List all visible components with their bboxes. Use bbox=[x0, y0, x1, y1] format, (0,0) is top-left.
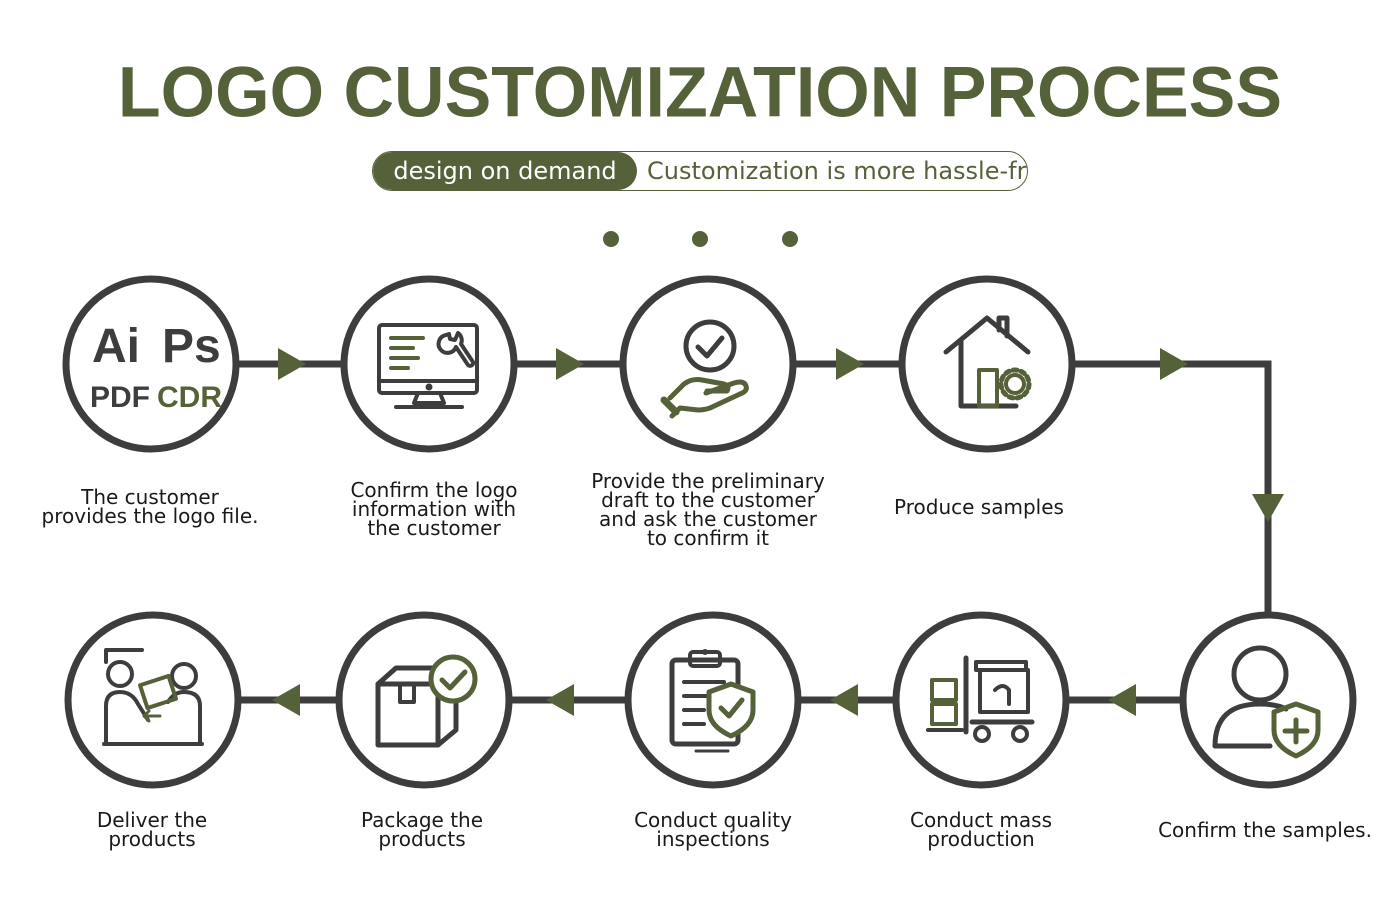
box-checkmark-icon bbox=[375, 654, 478, 748]
arrow-right-icon bbox=[556, 348, 584, 380]
step-circle bbox=[619, 275, 797, 453]
step-circle bbox=[335, 611, 513, 789]
step-circle bbox=[62, 275, 240, 453]
arrow-down-icon bbox=[1252, 494, 1284, 522]
step-label-1: The customer provides the logo file. bbox=[41, 485, 259, 528]
arrowheads bbox=[272, 348, 1284, 716]
step-label-3: Provide the preliminary draft to the cus… bbox=[591, 469, 825, 550]
clipboard-shield-icon bbox=[669, 649, 756, 753]
handover-icon bbox=[102, 648, 204, 746]
step-circle bbox=[64, 611, 242, 789]
arrow-left-icon bbox=[1108, 684, 1136, 716]
step-label-7: Conduct quality inspections bbox=[634, 808, 792, 851]
step-circle bbox=[340, 275, 518, 453]
arrow-left-icon bbox=[830, 684, 858, 716]
format-ai-label: Ai bbox=[92, 320, 140, 373]
decorative-dots bbox=[603, 231, 798, 247]
arrow-left-icon bbox=[546, 684, 574, 716]
step-label-5: Confirm the samples. bbox=[1158, 818, 1372, 842]
step-label-8: Package the products bbox=[360, 808, 484, 851]
format-ps-label: Ps bbox=[162, 320, 221, 373]
forklift-icon bbox=[926, 655, 1035, 743]
tagline-pill: design on demand Customization is more h… bbox=[372, 151, 1028, 191]
arrow-right-icon bbox=[278, 348, 306, 380]
step-label-9: Deliver the products bbox=[96, 808, 208, 851]
step-circle bbox=[898, 275, 1076, 453]
step-label-6: Conduct mass production bbox=[909, 808, 1053, 851]
tagline-text: Customization is more hassle-free bbox=[647, 157, 1028, 185]
step-label-4: Produce samples bbox=[894, 495, 1064, 519]
arrow-right-icon bbox=[836, 348, 864, 380]
user-shield-icon bbox=[1212, 645, 1321, 759]
monitor-wrench-icon bbox=[377, 323, 479, 409]
format-pdf-label: PDF bbox=[90, 381, 150, 414]
file-formats-icon: Ai Ps PDF CDR bbox=[90, 320, 222, 414]
step-label-2: Confirm the logo information with the cu… bbox=[350, 478, 518, 540]
hand-checkmark-icon bbox=[660, 319, 749, 419]
page-title: LOGO CUSTOMIZATION PROCESS bbox=[117, 52, 1283, 132]
arrow-left-icon bbox=[272, 684, 300, 716]
format-cdr-label: CDR bbox=[157, 381, 222, 414]
house-gear-icon bbox=[943, 315, 1032, 409]
tagline-highlight: design on demand bbox=[373, 152, 637, 190]
arrow-right-icon bbox=[1160, 348, 1188, 380]
